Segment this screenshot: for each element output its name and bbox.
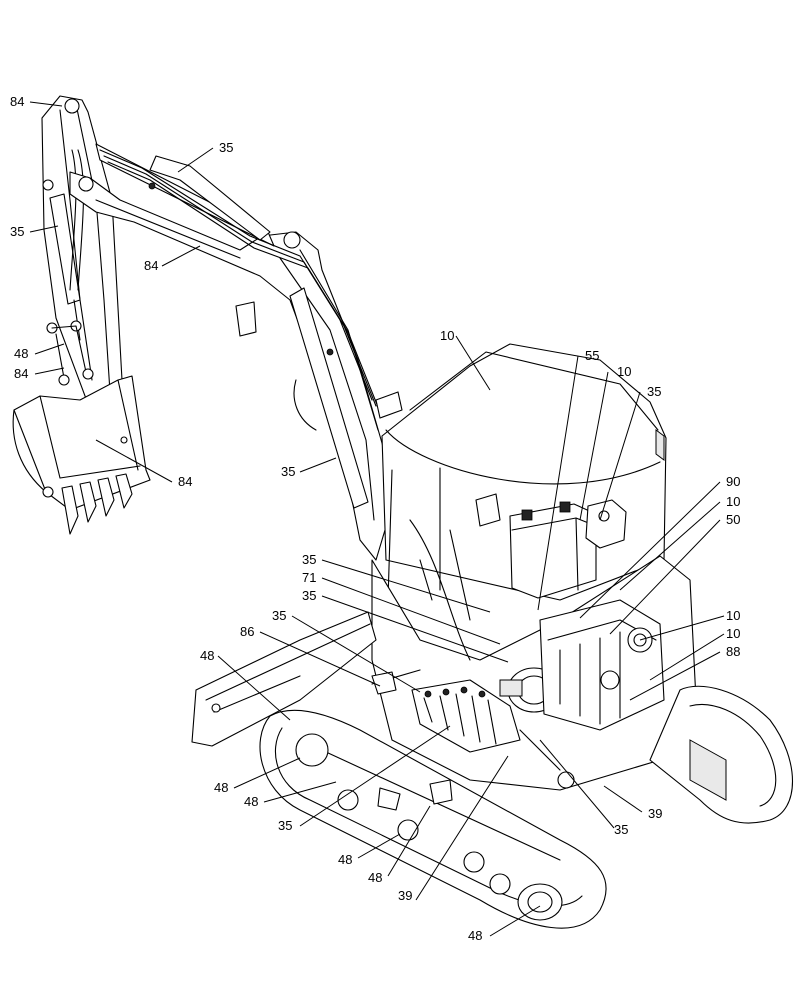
- arm-assembly: [41, 95, 123, 409]
- callout-10-right-b: 10: [726, 608, 740, 623]
- callout-86: 86: [240, 624, 254, 639]
- callout-35-boom-cylinder: 35: [281, 464, 295, 479]
- callout-48-sprocket: 48: [468, 928, 482, 943]
- track-rollers: [337, 779, 511, 895]
- callout-84-arm-top: 84: [10, 94, 24, 109]
- callout-48-spring: 48: [244, 794, 258, 809]
- callout-48-blade: 48: [200, 648, 214, 663]
- callout-50: 50: [726, 512, 740, 527]
- callout-88: 88: [726, 644, 740, 659]
- callout-90: 90: [726, 474, 740, 489]
- callout-48-linkage: 48: [14, 346, 28, 361]
- engine-compartment: [371, 493, 697, 791]
- callout-39-right: 39: [648, 806, 662, 821]
- callouts: 84 35 35 84 48 84 84 35 10 55 10 35 90 1…: [10, 94, 740, 943]
- bucket-teeth: [61, 473, 133, 535]
- callout-10-upper: 10: [617, 364, 631, 379]
- callout-39-left: 39: [398, 888, 412, 903]
- callout-71: 71: [302, 570, 316, 585]
- undercarriage: [191, 611, 794, 929]
- callout-48-roller-b: 48: [368, 870, 382, 885]
- callout-35-engine-a: 35: [302, 552, 316, 567]
- callout-10-cab-roof: 10: [440, 328, 454, 343]
- boom-assembly: [69, 143, 403, 561]
- callout-48-idler: 48: [214, 780, 228, 795]
- callout-10-right-a: 10: [726, 494, 740, 509]
- callout-84-bucket: 84: [178, 474, 192, 489]
- bucket: [12, 375, 151, 535]
- callout-35-upper: 35: [647, 384, 661, 399]
- callout-10-right-c: 10: [726, 626, 740, 641]
- callout-35-engine-b: 35: [302, 588, 316, 603]
- callout-48-roller-a: 48: [338, 852, 352, 867]
- callout-35-bucket-cylinder: 35: [10, 224, 24, 239]
- control-valve-bank: [411, 679, 521, 753]
- callout-35-right-lower: 35: [614, 822, 628, 837]
- callout-55-battery: 55: [585, 348, 599, 363]
- callout-35-arm-cylinder: 35: [219, 140, 233, 155]
- callout-35-lower: 35: [278, 818, 292, 833]
- callout-84-linkage: 84: [14, 366, 28, 381]
- callout-84-boom: 84: [144, 258, 158, 273]
- callout-35-valve: 35: [272, 608, 286, 623]
- leader-lines: [29, 101, 725, 937]
